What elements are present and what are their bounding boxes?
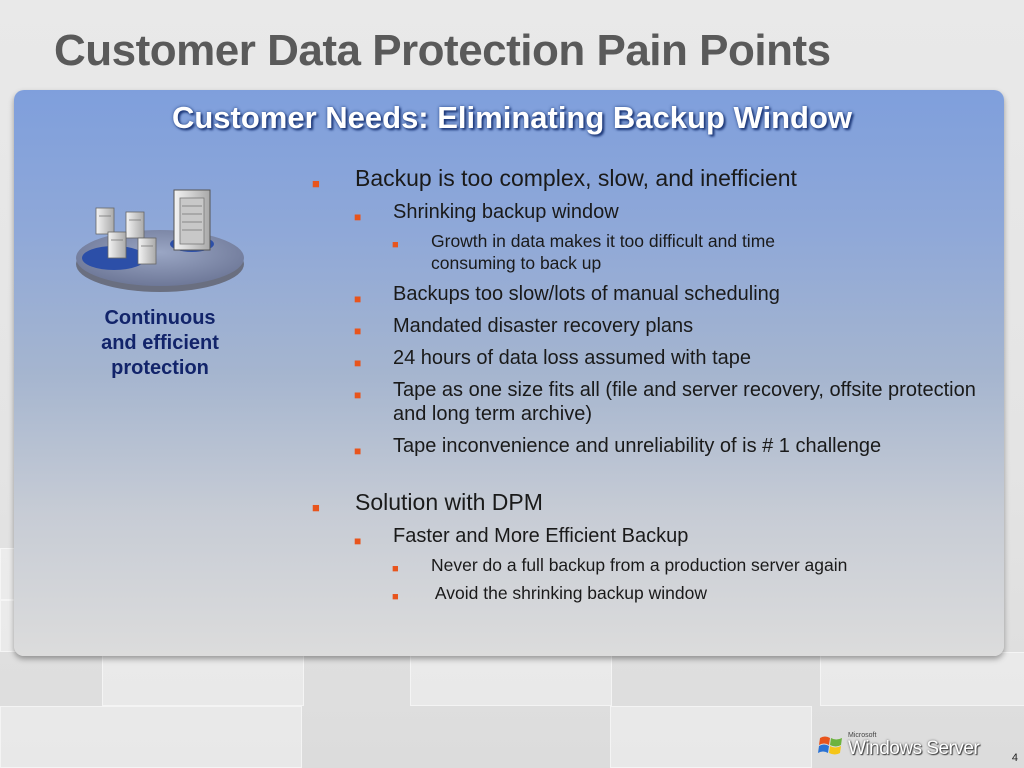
page-number: 4 — [1011, 752, 1018, 764]
server-cluster-icon — [76, 189, 244, 292]
caption-line: protection — [111, 357, 209, 379]
bullet-marker-icon: ■ — [392, 239, 399, 251]
bullet-item: ■ Solution with DPM — [310, 488, 990, 516]
bullet-text: Avoid the shrinking backup window — [431, 583, 707, 603]
bullet-marker-icon: ■ — [354, 292, 362, 306]
bullet-text: Growth in data makes it too difficult an… — [431, 231, 776, 273]
bullet-text: Tape as one size fits all (file and serv… — [393, 379, 976, 425]
bullet-item: ■ 24 hours of data loss assumed with tap… — [310, 346, 990, 370]
caption-line: Continuous — [104, 307, 216, 329]
bullet-marker-icon: ■ — [354, 444, 362, 458]
bullet-text: 24 hours of data loss assumed with tape — [393, 347, 751, 369]
bullet-marker-icon: ■ — [312, 500, 320, 515]
bullet-item: ■ Backup is too complex, slow, and ineff… — [310, 164, 990, 192]
slide-title: Customer Data Protection Pain Points — [54, 26, 831, 75]
bullet-item: ■ Faster and More Efficient Backup — [310, 524, 990, 548]
bullet-marker-icon: ■ — [392, 563, 399, 575]
bullet-item: ■ Avoid the shrinking backup window — [310, 582, 991, 604]
bullet-marker-icon: ■ — [354, 534, 362, 548]
bullet-item: ■ Growth in data makes it too difficult … — [310, 230, 851, 274]
panel-title: Customer Needs: Eliminating Backup Windo… — [171, 100, 853, 135]
bullet-item: ■ Backups too slow/lots of manual schedu… — [310, 282, 990, 306]
bullet-text: Never do a full backup from a production… — [431, 555, 848, 575]
bullet-marker-icon: ■ — [354, 210, 362, 224]
bullet-text: Tape inconvenience and unreliability of … — [393, 435, 882, 457]
bullet-text: Solution with DPM — [355, 489, 543, 515]
bullet-text: Shrinking backup window — [393, 201, 619, 223]
bullet-text: Mandated disaster recovery plans — [393, 315, 694, 337]
bullet-item: ■ Mandated disaster recovery plans — [310, 314, 990, 338]
graphic-caption: Continuous and efficient protection — [70, 306, 250, 381]
bullet-marker-icon: ■ — [392, 591, 399, 603]
logo-product: Windows Server — [848, 738, 980, 759]
bullet-marker-icon: ■ — [312, 176, 320, 191]
bullet-marker-icon: ■ — [354, 388, 362, 402]
bullet-item: ■ Shrinking backup window — [310, 200, 990, 224]
bullet-marker-icon: ■ — [354, 356, 362, 370]
bullet-item: ■ Never do a full backup from a producti… — [310, 554, 991, 576]
bullet-text: Backups too slow/lots of manual scheduli… — [393, 283, 780, 305]
bullet-text: Faster and More Efficient Backup — [393, 525, 689, 547]
caption-line: and efficient — [101, 332, 219, 354]
windows-flag-icon — [818, 736, 842, 755]
bullet-text: Backup is too complex, slow, and ineffic… — [355, 165, 797, 191]
bullet-item: ■ Tape as one size fits all (file and se… — [310, 378, 990, 426]
bullet-item: ■ Tape inconvenience and unreliability o… — [310, 434, 990, 458]
logo-brand: Microsoft — [848, 732, 877, 739]
content-panel — [14, 90, 1004, 656]
windows-server-logo: Microsoft Windows Server — [818, 732, 998, 760]
bullet-list: ■ Backup is too complex, slow, and ineff… — [310, 164, 990, 604]
bullet-marker-icon: ■ — [354, 324, 362, 338]
